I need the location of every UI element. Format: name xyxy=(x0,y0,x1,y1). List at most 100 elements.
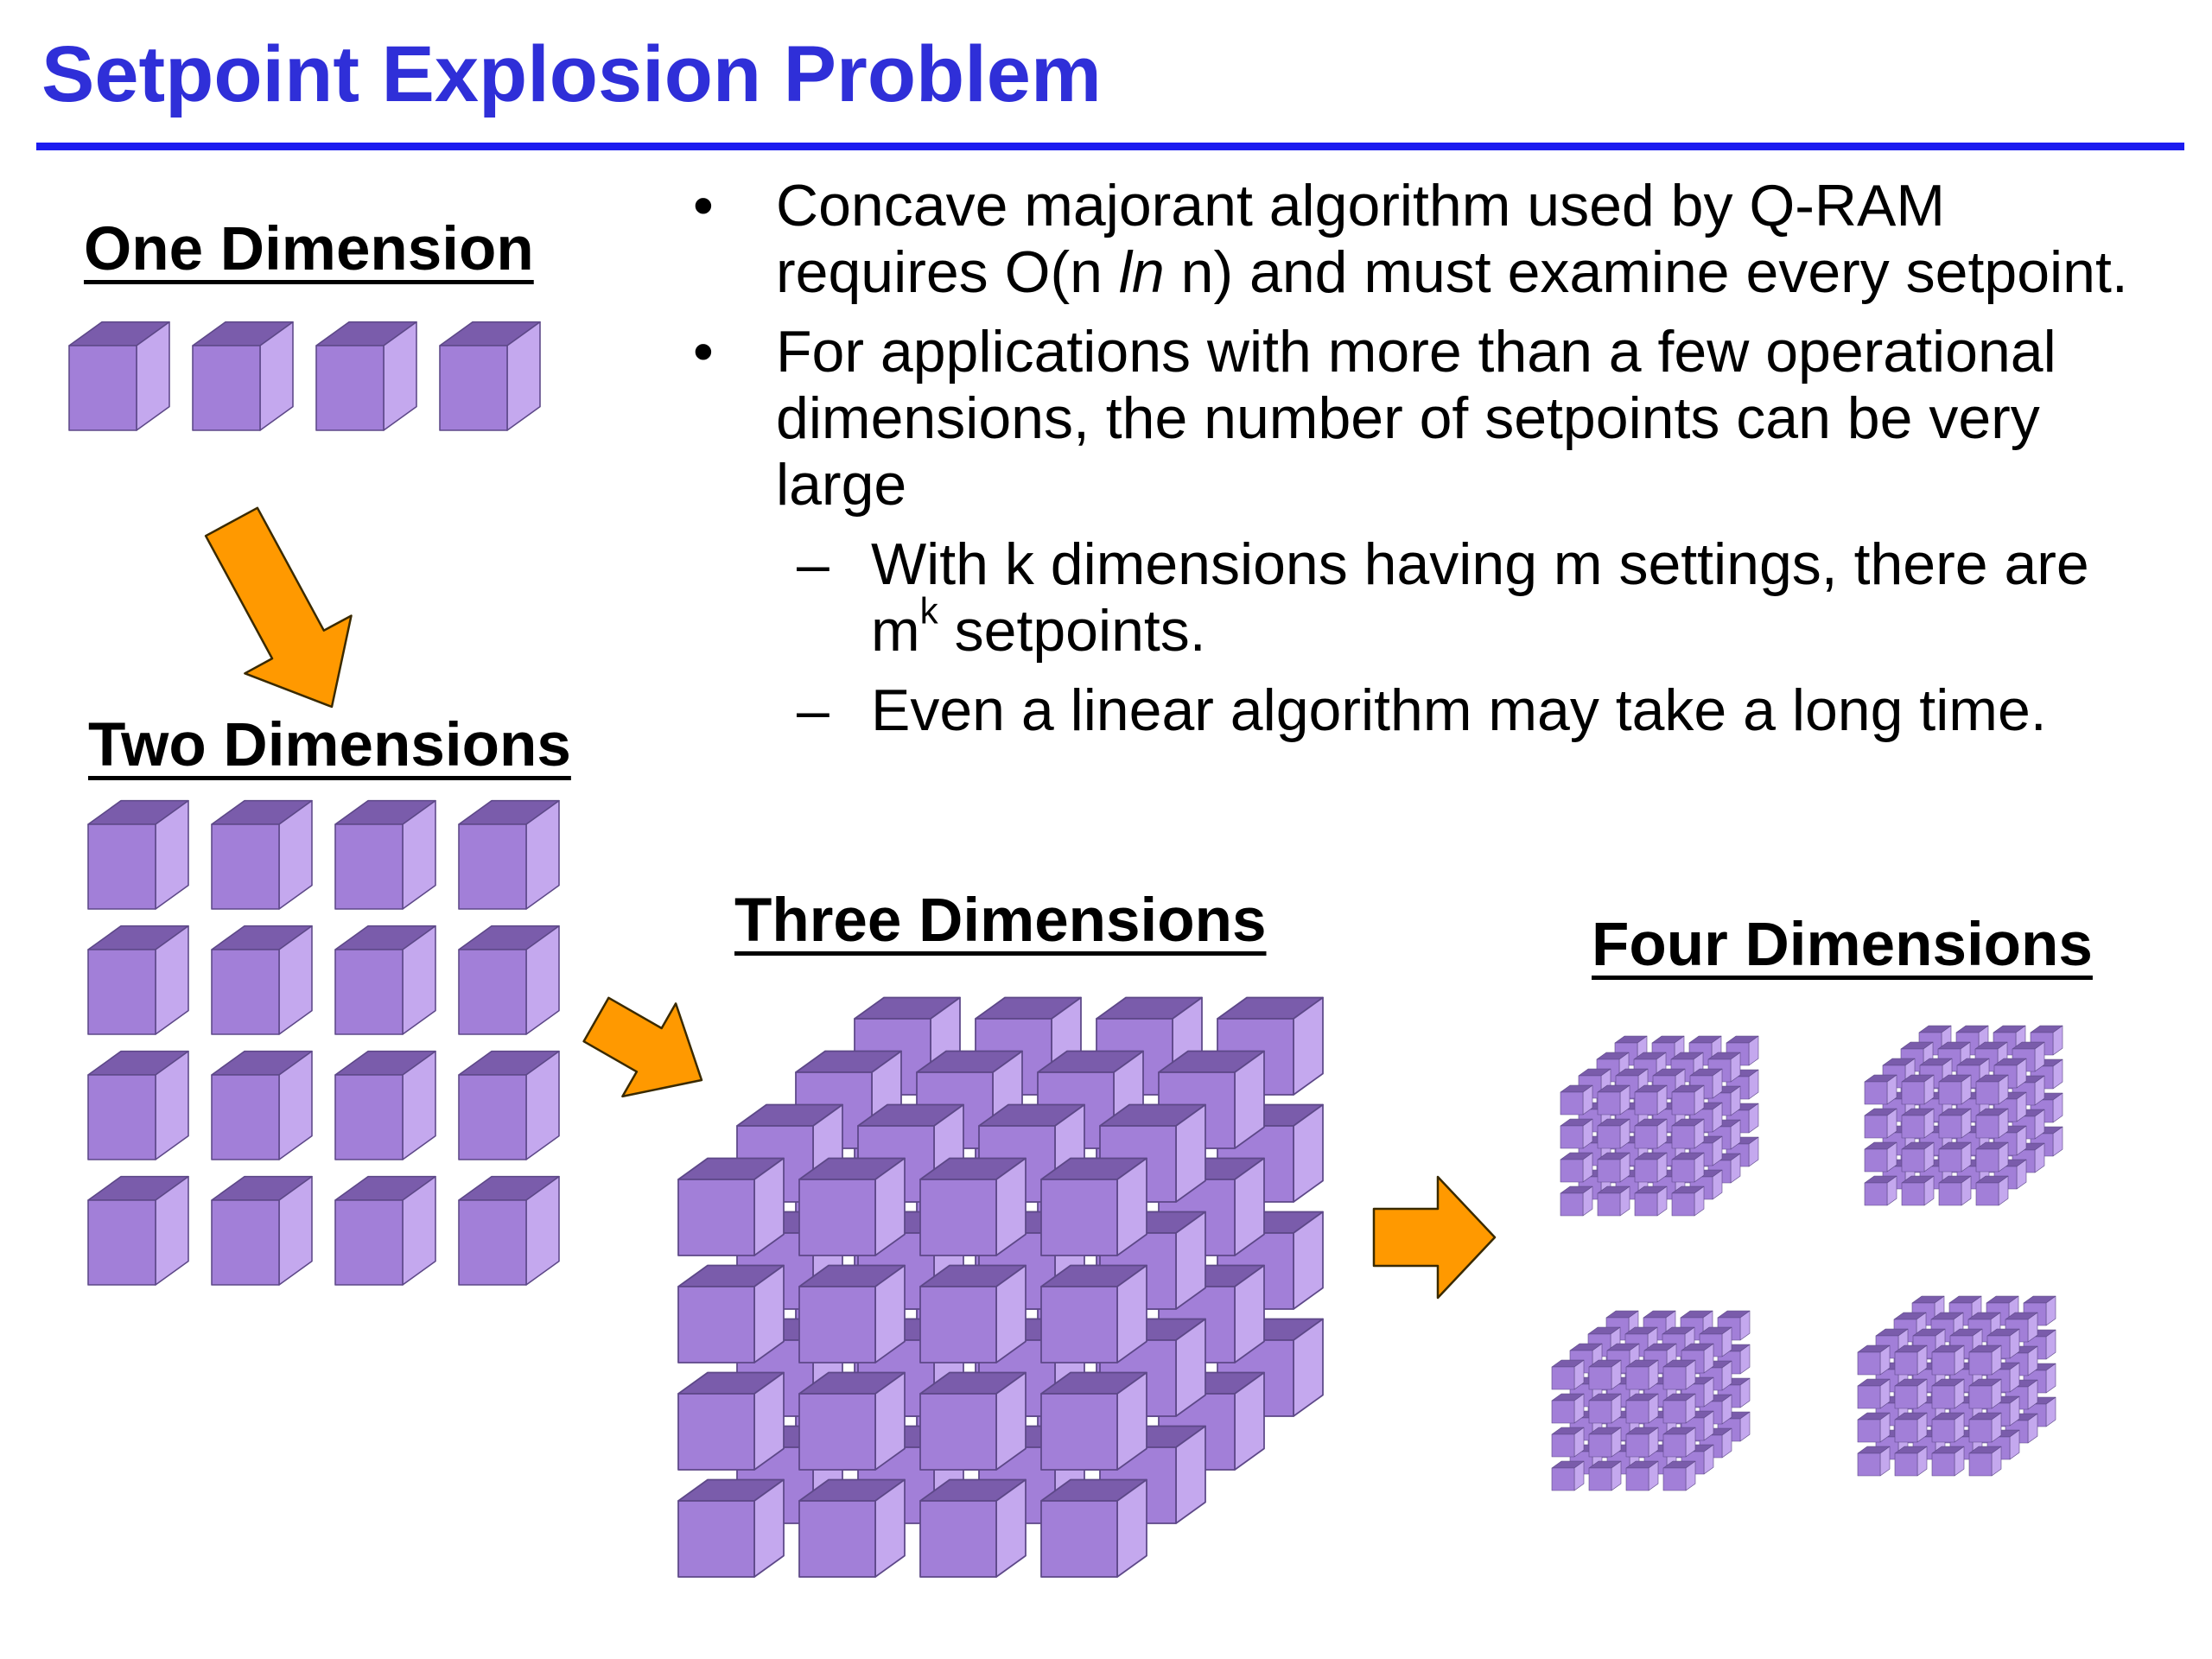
subbullet-text: Even a linear algorithm may take a long … xyxy=(871,677,2047,743)
cube xyxy=(1975,1074,2009,1105)
cube xyxy=(1662,1359,1696,1390)
cube xyxy=(1931,1378,1965,1409)
cube xyxy=(1560,1084,1593,1116)
cube xyxy=(439,321,541,431)
cube xyxy=(919,1371,1027,1471)
cube xyxy=(677,1264,785,1363)
cube xyxy=(315,321,417,431)
cube xyxy=(1560,1152,1593,1183)
cube xyxy=(2023,1295,2056,1326)
cube xyxy=(919,1157,1027,1256)
cube xyxy=(1662,1427,1696,1458)
cube xyxy=(1857,1378,1891,1409)
cube xyxy=(87,1175,189,1286)
cube xyxy=(1597,1118,1630,1149)
cube xyxy=(458,925,560,1035)
one-dimension-cubes xyxy=(68,321,541,431)
cube xyxy=(677,1157,785,1256)
cube xyxy=(1634,1185,1668,1217)
cube xyxy=(1560,1185,1593,1217)
cube xyxy=(334,799,436,910)
label-three-dimensions: Three Dimensions xyxy=(734,887,1267,955)
bullet-list: • Concave majorant algorithm used by Q-R… xyxy=(683,173,2160,757)
cube xyxy=(1894,1344,1928,1376)
cube xyxy=(1975,1141,2009,1173)
cube xyxy=(1901,1141,1935,1173)
cube xyxy=(1938,1141,1972,1173)
bullet-marker: • xyxy=(693,319,714,385)
cube xyxy=(1040,1157,1147,1256)
cube xyxy=(1857,1344,1891,1376)
bullet-text: Concave majorant algorithm used by Q-RAM… xyxy=(776,173,1945,305)
cube xyxy=(87,799,189,910)
cube xyxy=(1931,1344,1965,1376)
slide-title: Setpoint Explosion Problem xyxy=(41,30,1102,118)
cube xyxy=(334,1175,436,1286)
cube xyxy=(1551,1393,1585,1424)
cube xyxy=(1588,1427,1622,1458)
cube xyxy=(1588,1460,1622,1491)
cube xyxy=(458,799,560,910)
subbullet-text: setpoints. xyxy=(938,598,1206,664)
subbullet-item: – With k dimensions having m settings, t… xyxy=(683,531,2160,664)
arrows xyxy=(204,506,1497,1300)
cube xyxy=(1671,1185,1705,1217)
cube xyxy=(1931,1412,1965,1443)
cube xyxy=(87,1050,189,1160)
cube xyxy=(1040,1264,1147,1363)
cube xyxy=(1597,1185,1630,1217)
cube xyxy=(1938,1074,1972,1105)
cube xyxy=(1625,1393,1659,1424)
cube xyxy=(1671,1152,1705,1183)
bullet-text: For applications with more than a few op… xyxy=(776,319,2056,518)
cube xyxy=(1551,1427,1585,1458)
cube xyxy=(1931,1446,1965,1477)
subbullet-marker: – xyxy=(797,677,830,743)
cube xyxy=(1894,1446,1928,1477)
cube xyxy=(192,321,294,431)
cube xyxy=(1864,1074,1897,1105)
cube xyxy=(1857,1412,1891,1443)
cube xyxy=(798,1478,906,1578)
cube xyxy=(1040,1371,1147,1471)
cube xyxy=(1671,1084,1705,1116)
subbullet-text: With k dimensions having m settings, the… xyxy=(871,531,2089,664)
cube xyxy=(1901,1108,1935,1139)
cube xyxy=(1901,1074,1935,1105)
subbullet-marker: – xyxy=(797,531,830,597)
cube xyxy=(1634,1118,1668,1149)
bullet-text: n) and must examine every setpoint. xyxy=(1164,239,2128,305)
cube xyxy=(1968,1344,2002,1376)
cube xyxy=(1597,1152,1630,1183)
bullet-italic-text: ln xyxy=(1118,239,1165,305)
title-rule xyxy=(36,143,2184,150)
cube xyxy=(1671,1118,1705,1149)
four-dimension-cubes xyxy=(1551,1025,2063,1491)
cube xyxy=(1938,1175,1972,1206)
four-dimension-block xyxy=(1864,1025,2063,1206)
cube xyxy=(68,321,170,431)
cube xyxy=(798,1371,906,1471)
cube xyxy=(798,1264,906,1363)
cube xyxy=(1597,1084,1630,1116)
four-dimension-block xyxy=(1857,1295,2056,1477)
cube xyxy=(458,1175,560,1286)
cube xyxy=(677,1478,785,1578)
cube xyxy=(1968,1378,2002,1409)
cube xyxy=(1560,1118,1593,1149)
arrow-right-icon xyxy=(1372,1175,1497,1300)
cube xyxy=(1894,1378,1928,1409)
cube xyxy=(1894,1412,1928,1443)
cube xyxy=(1857,1446,1891,1477)
cube xyxy=(1634,1152,1668,1183)
two-dimension-cubes xyxy=(87,799,560,1286)
cube xyxy=(1864,1108,1897,1139)
four-dimension-block xyxy=(1560,1035,1759,1217)
arrow-down-icon xyxy=(204,506,353,709)
cube xyxy=(1975,1108,2009,1139)
cube xyxy=(798,1157,906,1256)
cube xyxy=(919,1264,1027,1363)
cube xyxy=(334,925,436,1035)
cube xyxy=(1625,1460,1659,1491)
